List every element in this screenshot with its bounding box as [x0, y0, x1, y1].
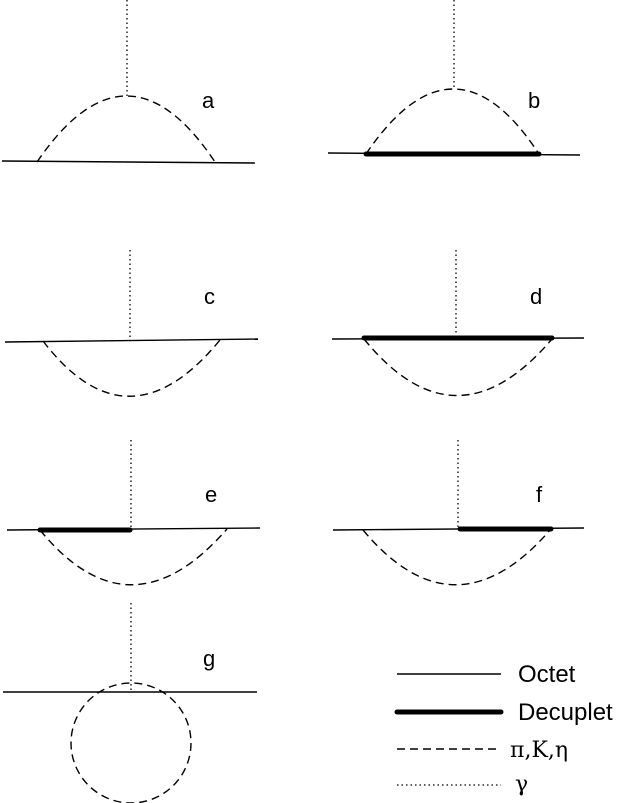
legend-item-decuplet: Decuplet [394, 699, 613, 726]
meson-tadpole-loop [70, 682, 192, 803]
meson-loop-arc [362, 528, 552, 586]
diagram-g: g [3, 603, 257, 803]
diagram-label-a: a [202, 88, 215, 113]
diagram-label-b: b [528, 88, 540, 113]
diagram-label-f: f [536, 482, 543, 507]
diagram-e: e [6, 440, 261, 586]
legend-item-photon: γ [397, 772, 528, 797]
diagram-c: c [4, 250, 259, 397]
legend-meson-label: π,K,η [510, 738, 568, 763]
meson-loop-arc [36, 95, 216, 163]
octet-line [4, 338, 259, 343]
legend-octet-label: Octet [518, 661, 576, 688]
meson-loop-arc [363, 338, 553, 397]
diagram-a: a [1, 0, 256, 164]
meson-loop-arc [42, 339, 221, 397]
legend-item-octet: Octet [397, 661, 576, 688]
diagram-d: d [331, 250, 585, 397]
diagram-label-d: d [530, 284, 542, 309]
diagram-f: f [332, 440, 585, 586]
meson-loop-arc [365, 88, 540, 155]
diagram-label-g: g [203, 646, 215, 671]
diagram-b: b [327, 0, 581, 157]
legend-item-meson: π,K,η [397, 738, 568, 763]
meson-loop-arc [39, 528, 228, 586]
legend-photon-label: γ [515, 772, 528, 797]
legend: Octet Decuplet π,K,η γ [394, 661, 613, 797]
octet-line [1, 160, 256, 164]
diagram-label-e: e [205, 482, 217, 507]
diagram-label-c: c [204, 284, 215, 309]
legend-decuplet-label: Decuplet [518, 699, 613, 726]
